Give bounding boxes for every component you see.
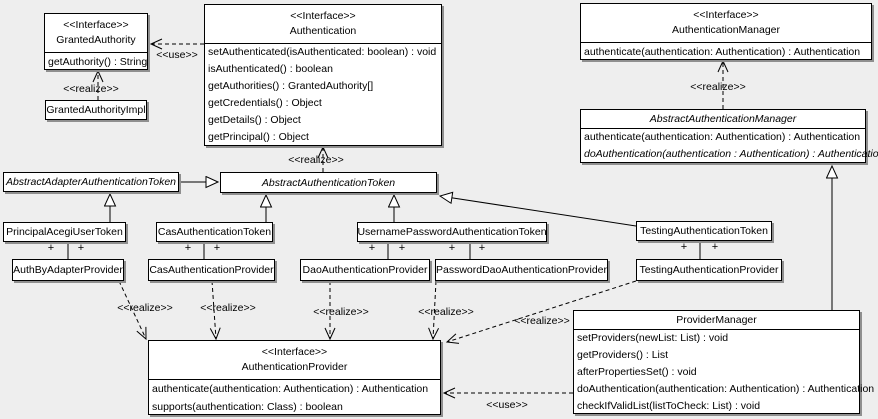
class-username-password-authentication-token: UsernamePasswordAuthenticationToken: [357, 222, 547, 242]
method: isAuthenticated() : boolean: [208, 63, 333, 75]
class-name: AbstractAuthenticationManager: [581, 110, 865, 129]
realize-label: <<realize>>: [418, 306, 474, 318]
class-abstract-authentication-token: AbstractAuthenticationToken: [220, 172, 437, 193]
method: supports(authentication: Class) : boolea…: [152, 401, 343, 413]
class-name: CasAuthenticationProvider: [149, 264, 274, 276]
use-label: <<use>>: [486, 399, 528, 411]
class-name: AuthByAdapterProvider: [13, 264, 123, 276]
class-name: ProviderManager: [574, 311, 859, 330]
method: authenticate(authentication: Authenticat…: [152, 383, 429, 395]
association-end-plus: +: [478, 242, 486, 254]
method: afterPropertiesSet() : void: [577, 366, 697, 378]
class-granted-authority-impl: GrantedAuthorityImpl: [45, 100, 147, 120]
class-testing-authentication-provider: TestingAuthenticationProvider: [636, 259, 782, 281]
class-principal-acegi-user-token: PrincipalAcegiUserToken: [3, 222, 126, 242]
method: doAuthentication(authentication: Authent…: [577, 383, 875, 395]
class-name: PrincipalAcegiUserToken: [6, 226, 123, 238]
class-authentication: <<Interface>> Authentication setAuthenti…: [204, 4, 442, 146]
class-cas-authentication-token: CasAuthenticationToken: [156, 222, 273, 242]
class-name: DaoAuthenticationProvider: [302, 264, 428, 276]
association-end-plus: +: [213, 242, 221, 254]
class-name: UsernamePasswordAuthenticationToken: [357, 226, 547, 238]
class-testing-authentication-token: TestingAuthenticationToken: [636, 221, 772, 241]
class-authentication-provider: <<Interface>> AuthenticationProvider aut…: [148, 340, 441, 415]
class-provider-manager: ProviderManager setProviders(newList: Li…: [573, 310, 875, 414]
realize-label: <<realize>>: [200, 302, 256, 314]
association-end-plus: +: [680, 241, 688, 253]
stereotype-label: <<Interface>>: [63, 19, 129, 31]
class-granted-authority: <<Interface>> GrantedAuthority getAuthor…: [44, 13, 148, 70]
class-cas-authentication-provider: CasAuthenticationProvider: [148, 259, 275, 281]
association-end-plus: +: [184, 242, 192, 254]
method: authenticate(authentication: Authenticat…: [584, 46, 861, 58]
class-name: GrantedAuthority: [56, 34, 136, 46]
class-name: CasAuthenticationToken: [157, 226, 272, 238]
association-end-plus: +: [77, 242, 85, 254]
method: getCredentials() : Object: [208, 97, 322, 109]
class-authentication-manager: <<Interface>> AuthenticationManager auth…: [580, 3, 872, 60]
class-name: AuthenticationManager: [672, 24, 780, 36]
class-auth-by-adapter-provider: AuthByAdapterProvider: [12, 259, 124, 281]
method: authenticate(authentication: Authenticat…: [584, 131, 861, 143]
method: getDetails() : Object: [208, 114, 301, 126]
class-abstract-authentication-manager: AbstractAuthenticationManager authentica…: [580, 109, 878, 163]
class-password-dao-authentication-provider: PasswordDaoAuthenticationProvider: [435, 259, 608, 281]
method: getProviders() : List: [577, 349, 669, 361]
realize-label: <<realize>>: [117, 302, 173, 314]
realize-label: <<realize>>: [63, 83, 119, 95]
association-end-plus: +: [448, 242, 456, 254]
association-end-plus: +: [47, 242, 55, 254]
association-end-plus: +: [711, 241, 719, 253]
class-dao-authentication-provider: DaoAuthenticationProvider: [300, 259, 430, 281]
stereotype-label: <<Interface>>: [693, 9, 759, 21]
realize-label: <<realize>>: [514, 315, 570, 327]
stereotype-label: <<Interface>>: [290, 10, 356, 22]
stereotype-label: <<Interface>>: [261, 346, 328, 358]
method: getAuthority() : String: [48, 56, 148, 68]
method: setProviders(newList: List) : void: [577, 332, 729, 344]
method: setAuthenticated(isAuthenticated: boolea…: [208, 46, 437, 58]
association-end-plus: +: [368, 242, 376, 254]
realize-label: <<realize>>: [288, 154, 344, 166]
realize-label: <<realize>>: [690, 81, 746, 93]
class-name: Authentication: [289, 25, 357, 37]
method: checkIfValidList(listToCheck: List) : vo…: [577, 400, 761, 412]
association-end-plus: +: [398, 242, 406, 254]
class-name: PasswordDaoAuthenticationProvider: [436, 264, 608, 276]
class-name: TestingAuthenticationProvider: [639, 264, 779, 276]
method: doAuthentication(authentication : Authen…: [584, 148, 878, 160]
class-name: AuthenticationProvider: [241, 361, 348, 373]
method: getPrincipal() : Object: [208, 131, 309, 143]
method: getAuthorities() : GrantedAuthority[]: [208, 80, 374, 92]
class-abstract-adapter-authentication-token: AbstractAdapterAuthenticationToken: [3, 172, 179, 192]
use-label: <<use>>: [156, 49, 198, 61]
class-name: TestingAuthenticationToken: [640, 225, 768, 237]
realize-label: <<realize>>: [313, 306, 369, 318]
class-name: AbstractAdapterAuthenticationToken: [5, 176, 177, 188]
class-name: GrantedAuthorityImpl: [46, 104, 146, 116]
class-name: AbstractAuthenticationToken: [261, 176, 396, 189]
